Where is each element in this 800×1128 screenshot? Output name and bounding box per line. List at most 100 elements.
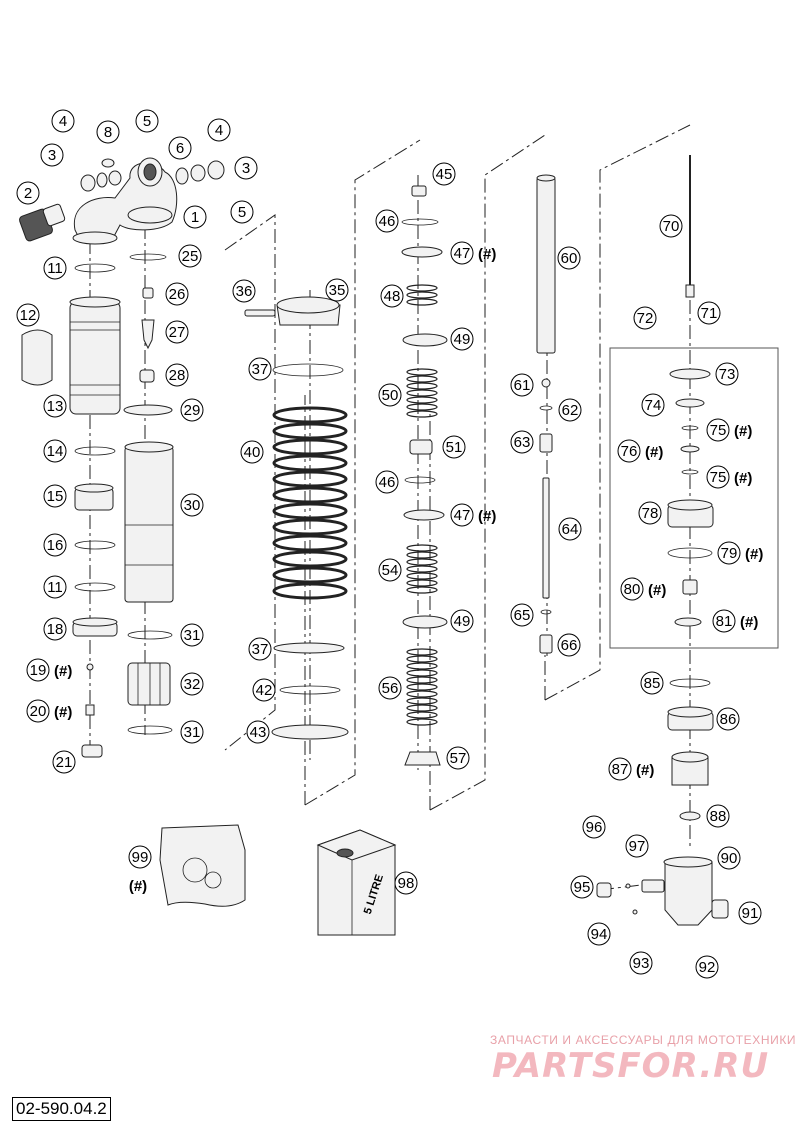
- callout-87: 87(#): [608, 757, 654, 781]
- shim: [406, 655, 438, 663]
- callout-number: 78: [642, 505, 659, 522]
- shim: [406, 544, 438, 552]
- callout-circle: [43, 394, 67, 418]
- callout-number: 49: [454, 331, 471, 348]
- shim: [406, 396, 438, 404]
- callout-74: 74: [641, 393, 665, 417]
- callout-circle: [180, 623, 204, 647]
- callout-circle: [640, 671, 664, 695]
- callout-27: 27: [165, 320, 189, 344]
- callout-number: 97: [629, 838, 646, 855]
- callout-48: 48: [380, 284, 404, 308]
- callout-61: 61: [510, 373, 534, 397]
- callout-number: 45: [436, 166, 453, 183]
- callout-circle: [557, 246, 581, 270]
- callout-76: 76(#): [617, 439, 663, 463]
- callout-circle: [450, 241, 474, 265]
- callout-circle: [128, 845, 152, 869]
- shim: [406, 410, 438, 418]
- callout-number: 46: [379, 474, 396, 491]
- head-small-parts: [80, 158, 225, 192]
- shim: [406, 690, 438, 698]
- callout-35: 35: [325, 278, 349, 302]
- callout-99: 99 (#): [128, 845, 152, 895]
- callout-number: 3: [242, 160, 250, 177]
- callout-number: 4: [59, 113, 67, 130]
- callout-21: 21: [52, 750, 76, 774]
- callout-circle: [16, 303, 40, 327]
- callout-number: 81: [716, 613, 733, 630]
- callout-88: 88: [706, 804, 730, 828]
- callout-number: 76: [621, 443, 638, 460]
- callout-number: 37: [252, 641, 269, 658]
- callout-49: 49: [450, 609, 474, 633]
- callout-4: 4: [207, 118, 231, 142]
- callout-circle: [207, 118, 231, 142]
- shim: [406, 662, 438, 670]
- callout-85: 85: [640, 671, 664, 695]
- callout-number: 37: [252, 361, 269, 378]
- callout-43: 43: [246, 720, 270, 744]
- callout-number: 13: [47, 398, 64, 415]
- callout-circle: [450, 503, 474, 527]
- callout-14: 14: [43, 439, 67, 463]
- callout-number: 5: [143, 113, 151, 130]
- callout-5: 5: [230, 200, 254, 224]
- callout-number: 5: [238, 204, 246, 221]
- spring-coil: [272, 502, 348, 520]
- callout-number: 40: [244, 444, 261, 461]
- callout-circle: [378, 676, 402, 700]
- shim: [406, 389, 438, 397]
- callout-circle: [96, 120, 120, 144]
- callout-circle: [252, 678, 276, 702]
- callout-circle: [706, 418, 730, 442]
- fitment-marker: (#): [129, 878, 147, 895]
- callout-number: 19: [30, 662, 47, 679]
- callout-98: 98: [394, 871, 418, 895]
- callout-51: 51: [442, 435, 466, 459]
- callout-number: 43: [250, 724, 267, 741]
- callout-49: 49: [450, 327, 474, 351]
- callout-62: 62: [558, 398, 582, 422]
- spring-coil: [272, 550, 348, 568]
- callout-number: 99: [132, 849, 149, 866]
- callout-number: 86: [720, 711, 737, 728]
- callout-circle: [178, 244, 202, 268]
- callout-number: 46: [379, 213, 396, 230]
- callout-8: 8: [96, 120, 120, 144]
- right-column-parts: [596, 155, 729, 926]
- callout-number: 72: [637, 310, 654, 327]
- callout-circle: [180, 672, 204, 696]
- callout-90: 90: [717, 846, 741, 870]
- callout-5: 5: [135, 109, 159, 133]
- callout-11: 11: [43, 256, 67, 280]
- spring-coil: [272, 406, 348, 424]
- shim: [406, 291, 438, 299]
- shim: [406, 669, 438, 677]
- callout-number: 16: [47, 537, 64, 554]
- callout-47: 47(#): [450, 241, 496, 265]
- callout-54: 54: [378, 558, 402, 582]
- center-left-column-parts: [123, 253, 174, 735]
- callout-number: 48: [384, 288, 401, 305]
- callout-number: 75: [710, 422, 727, 439]
- adjuster-knob: [19, 203, 66, 242]
- shim: [406, 558, 438, 566]
- callout-circle: [375, 470, 399, 494]
- seal-kit-bag: [159, 824, 246, 907]
- callout-circle: [706, 804, 730, 828]
- callout-2: 2: [16, 181, 40, 205]
- callout-circle: [26, 658, 50, 682]
- shim: [406, 403, 438, 411]
- callout-circle: [697, 301, 721, 325]
- callout-number: 31: [184, 724, 201, 741]
- callout-number: 26: [169, 286, 186, 303]
- callout-circle: [608, 757, 632, 781]
- callout-circle: [617, 439, 641, 463]
- callout-47: 47(#): [450, 503, 496, 527]
- callout-number: 95: [574, 879, 591, 896]
- callout-number: 31: [184, 627, 201, 644]
- callout-circle: [168, 136, 192, 160]
- callout-60: 60: [557, 246, 581, 270]
